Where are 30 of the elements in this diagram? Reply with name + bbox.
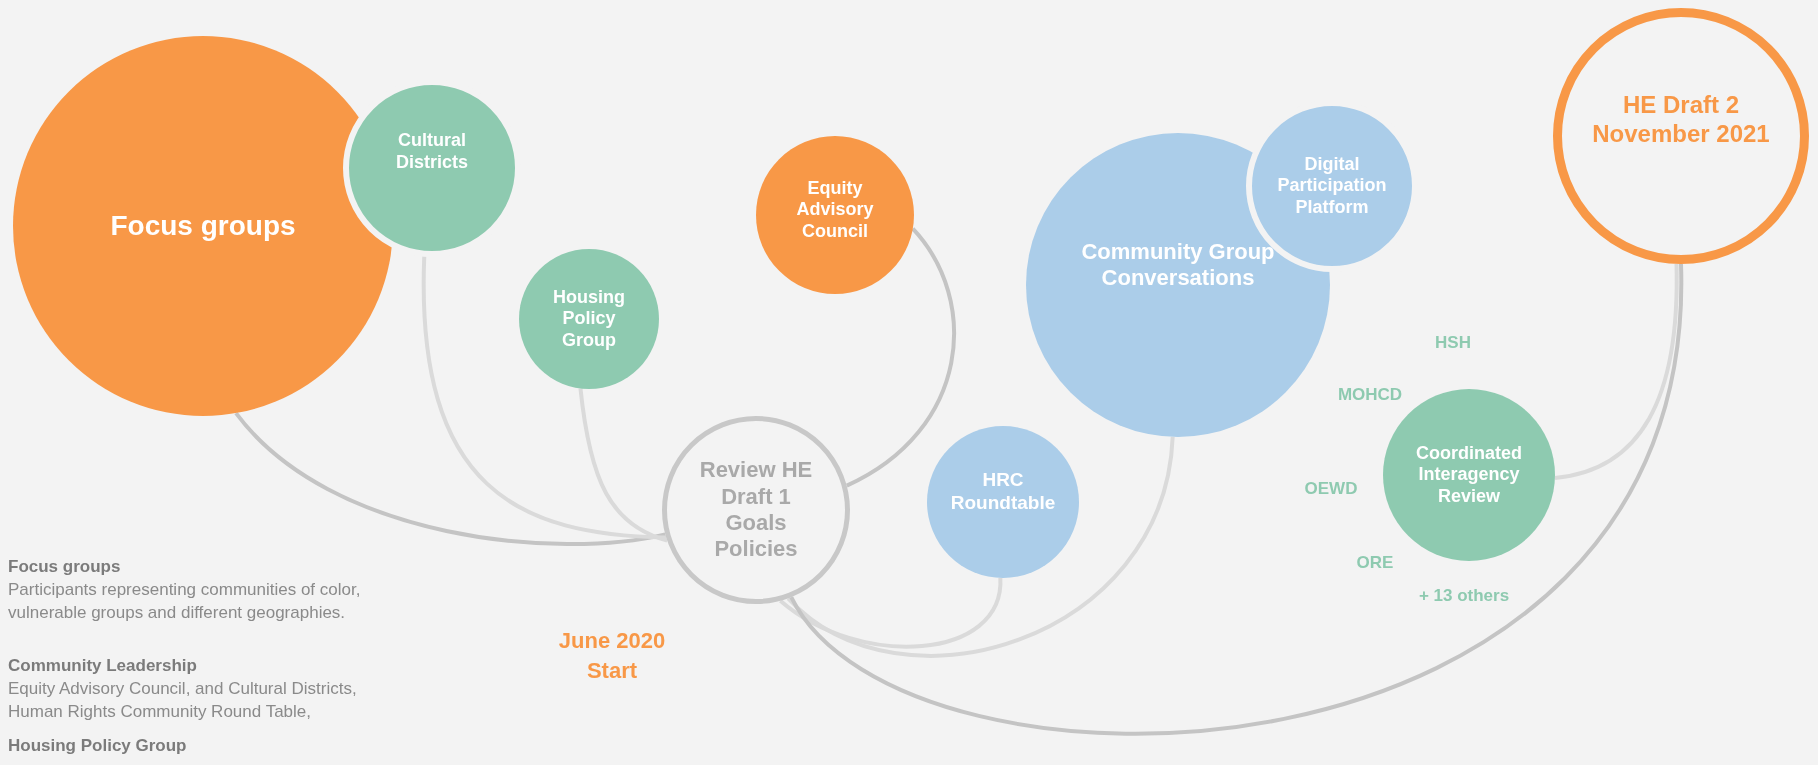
- connector-line: [786, 436, 1175, 658]
- start-label: June 2020 Start: [557, 627, 667, 685]
- agency-label: HSH: [1434, 332, 1472, 354]
- legend-description: Participants representing communities of color, vulnerable groups and different geographies.: [8, 579, 362, 624]
- connector-line: [1554, 263, 1679, 480]
- agency-label: + 13 others: [1417, 585, 1511, 607]
- node-label: Digital Participation Platform: [1276, 153, 1388, 219]
- node-label: Cultural Districts: [395, 130, 469, 174]
- agency-label: MOHCD: [1336, 384, 1404, 406]
- node-label: Community Group Conversations: [1080, 238, 1276, 292]
- node-label: HE Draft 2 November 2021: [1591, 91, 1771, 149]
- connector-line: [234, 411, 666, 547]
- node-label: Equity Advisory Council: [795, 177, 875, 243]
- node-label: Review HE Draft 1 Goals Policies: [698, 457, 814, 563]
- connector-line: [845, 227, 956, 488]
- agency-label: ORE: [1355, 552, 1395, 574]
- legend-description: Equity Advisory Council, and Cultural Districts, Human Rights Community Round Table,: [8, 678, 358, 723]
- node-label: Focus groups: [109, 209, 297, 243]
- connector-line: [578, 388, 668, 543]
- circle-node: [1553, 8, 1809, 264]
- connector-line: [422, 256, 667, 540]
- node-label: Coordinated Interagency Review: [1415, 442, 1523, 508]
- node-label: HRC Roundtable: [949, 469, 1057, 515]
- circle-node: [662, 416, 850, 604]
- legend-heading: Housing Policy Group: [8, 735, 188, 757]
- legend-heading: Community Leadership: [8, 655, 198, 677]
- legend-heading: Focus groups: [8, 556, 122, 578]
- node-label: Housing Policy Group: [552, 286, 626, 352]
- agency-label: OEWD: [1303, 478, 1359, 500]
- connector-line: [779, 577, 1003, 649]
